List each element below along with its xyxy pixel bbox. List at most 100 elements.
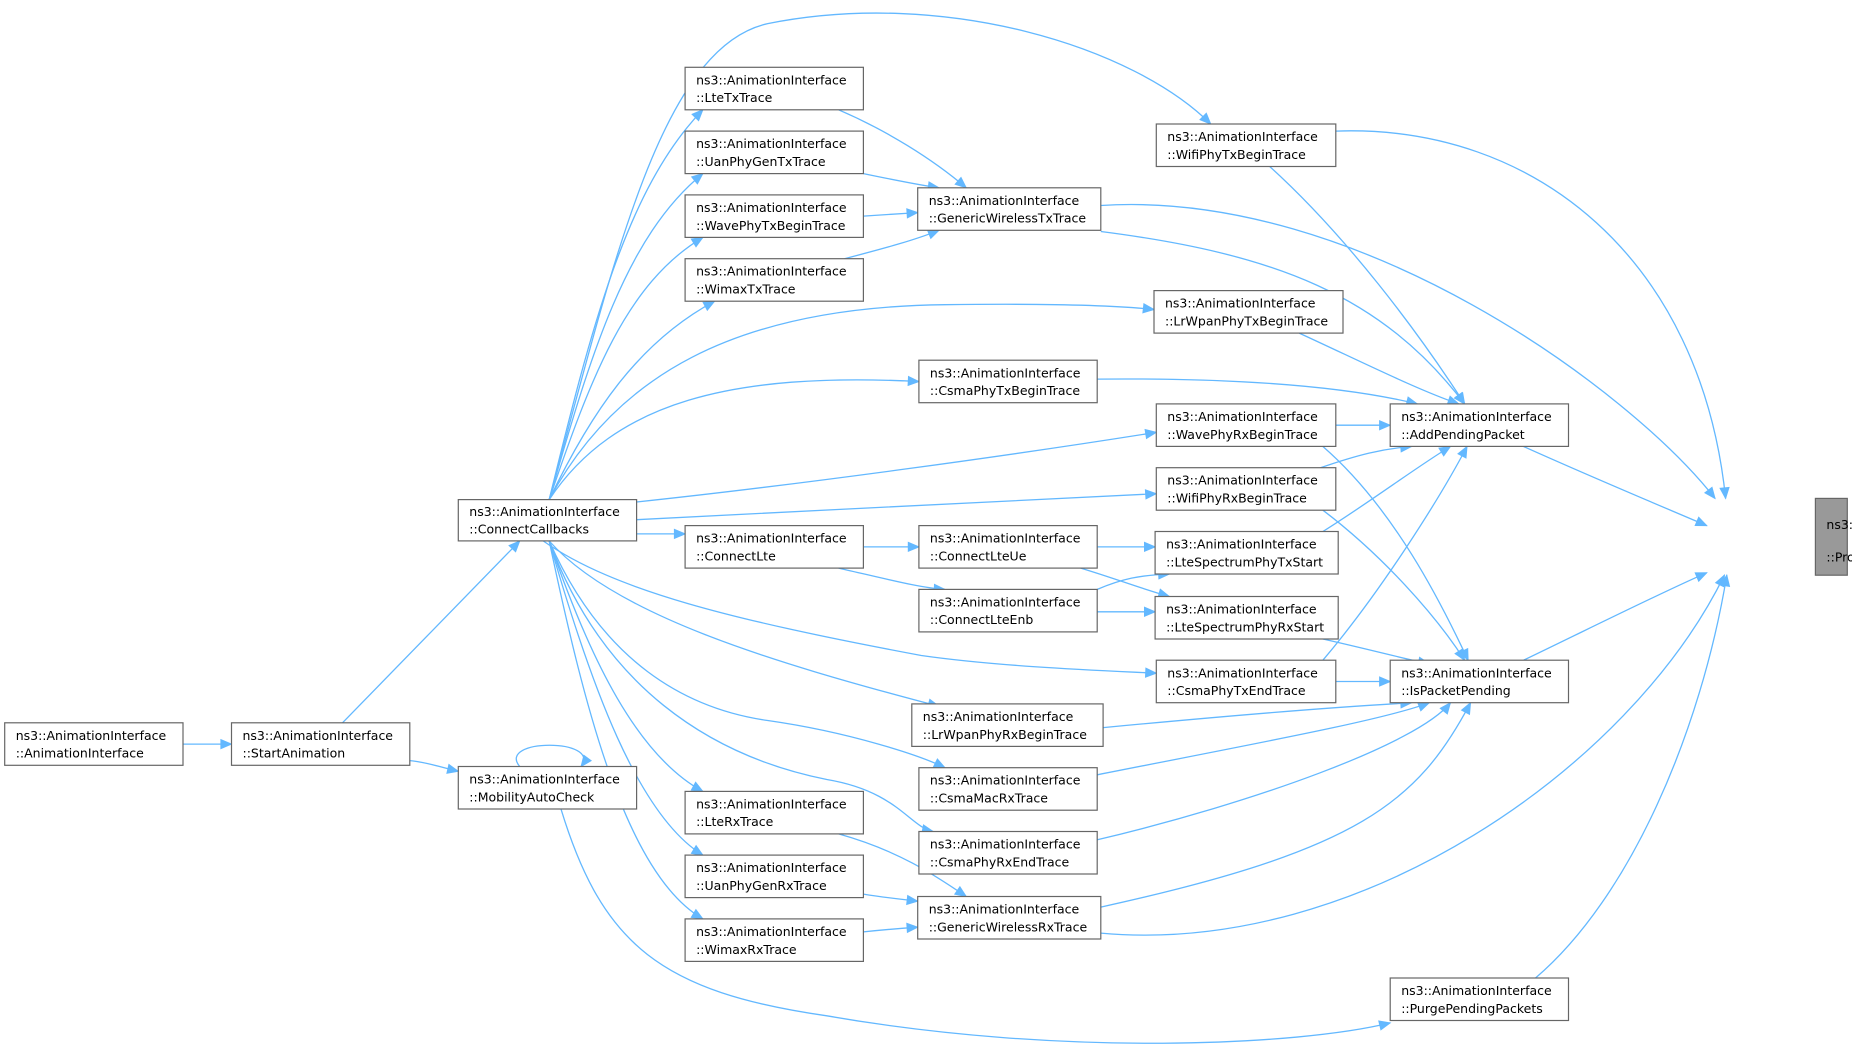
- node-csmatxend[interactable]: ns3::AnimationInterface::CsmaPhyTxEndTra…: [1155, 659, 1337, 704]
- node-label-method: ::MobilityAutoCheck: [469, 789, 595, 804]
- node-root[interactable]: ns3::AnimationInterface::ProtocolTypeToP…: [1814, 497, 1852, 576]
- node-startanim[interactable]: ns3::AnimationInterface::StartAnimation: [230, 722, 411, 766]
- node-label-method: ::AddPendingPacket: [1401, 427, 1525, 442]
- node-lrwpantx[interactable]: ns3::AnimationInterface::LrWpanPhyTxBegi…: [1153, 290, 1344, 334]
- edge-purge-to-root: [1535, 575, 1728, 979]
- node-label-namespace: ns3::AnimationInterface: [1167, 129, 1318, 144]
- node-label-method: ::LrWpanPhyRxBeginTrace: [923, 727, 1087, 742]
- node-csmatx[interactable]: ns3::AnimationInterface::CsmaPhyTxBeginT…: [918, 359, 1098, 404]
- node-label-namespace: ns3::AnimationInterface: [696, 924, 847, 939]
- edge-csmamacrx-to-ispending: [1097, 702, 1430, 776]
- edge-connectcb-to-uanrx: [548, 540, 704, 856]
- node-box: [1389, 659, 1570, 704]
- node-label-namespace: ns3::AnimationInterface: [696, 136, 847, 151]
- arrowhead-connectcb-to-lrwpantx: [1142, 302, 1156, 314]
- node-wimaxtx[interactable]: ns3::AnimationInterface::WimaxTxTrace: [684, 258, 864, 302]
- node-genericrx[interactable]: ns3::AnimationInterface::GenericWireless…: [917, 895, 1102, 940]
- arrowhead-animiface-to-startanim: [220, 738, 233, 750]
- arrowhead-csmarxend-to-ispending: [1439, 701, 1452, 715]
- node-wavetx[interactable]: ns3::AnimationInterface::WavePhyTxBeginT…: [684, 194, 864, 238]
- edge-ltetx-to-generictx: [838, 109, 967, 189]
- node-uantx[interactable]: ns3::AnimationInterface::UanPhyGenTxTrac…: [684, 130, 864, 175]
- edge-connectcb-to-csmatxend: [542, 540, 1157, 674]
- node-ltetx[interactable]: ns3::AnimationInterface::LteTxTrace: [684, 66, 864, 111]
- node-label-namespace: ns3::AnimationInterface: [16, 728, 167, 743]
- edge-ltespectx-to-addpending: [1322, 445, 1451, 533]
- node-wifirx[interactable]: ns3::AnimationInterface::WifiPhyRxBeginT…: [1155, 467, 1337, 511]
- node-ispending[interactable]: ns3::AnimationInterface::IsPacketPending: [1389, 659, 1570, 704]
- node-addpending[interactable]: ns3::AnimationInterface::AddPendingPacke…: [1389, 403, 1570, 447]
- arrowhead-connectcb-to-wimaxtx: [702, 300, 716, 312]
- node-label-namespace: ns3::AnimationInterface: [243, 728, 394, 743]
- node-label-namespace: ns3::AnimationInterface: [696, 72, 847, 87]
- node-connectlte[interactable]: ns3::AnimationInterface::ConnectLte: [684, 524, 864, 569]
- node-animiface[interactable]: ns3::AnimationInterface::AnimationInterf…: [4, 722, 184, 766]
- edge-generictx-to-addpending: [1100, 230, 1466, 405]
- edge-connectcb-to-waverx: [636, 431, 1157, 503]
- node-label-namespace: ns3::AnimationInterface: [1401, 983, 1552, 998]
- arrowhead-startanim-to-connectcb: [508, 540, 521, 553]
- node-label-method: ::LteTxTrace: [696, 90, 772, 105]
- node-generictx[interactable]: ns3::AnimationInterface::GenericWireless…: [917, 187, 1102, 231]
- edge-generictx-to-root: [1100, 203, 1716, 499]
- node-label-namespace: ns3::AnimationInterface: [930, 594, 1081, 609]
- arrowhead-ispending-to-root: [1694, 572, 1708, 583]
- node-label-method: ::WimaxTxTrace: [696, 282, 796, 297]
- node-csmarxend[interactable]: ns3::AnimationInterface::CsmaPhyRxEndTra…: [918, 830, 1098, 875]
- node-waverx[interactable]: ns3::AnimationInterface::WavePhyRxBeginT…: [1155, 403, 1337, 447]
- node-ltespectx[interactable]: ns3::AnimationInterface::LteSpectrumPhyT…: [1154, 530, 1339, 575]
- node-box: [1389, 977, 1570, 1022]
- node-label-method: ::WifiPhyRxBeginTrace: [1167, 491, 1307, 506]
- edge-startanim-to-connectcb: [342, 540, 521, 724]
- node-label-method: ::ConnectLte: [696, 549, 776, 564]
- node-box: [911, 703, 1104, 748]
- arrowhead-connectcb-to-connectlte: [673, 528, 687, 540]
- node-connectcb[interactable]: ns3::AnimationInterface::ConnectCallback…: [457, 499, 638, 542]
- node-box: [917, 895, 1102, 940]
- arrowhead-connectcb-to-wimaxrx: [690, 908, 704, 920]
- node-uanrx[interactable]: ns3::AnimationInterface::UanPhyGenRxTrac…: [684, 854, 864, 899]
- arrowhead-lterx-to-genericrx: [953, 885, 968, 898]
- arrowhead-wavetx-to-generictx: [906, 208, 919, 219]
- arrowhead-wifirx-to-ispending: [1454, 648, 1466, 662]
- node-box: [684, 790, 864, 835]
- node-mobility[interactable]: ns3::AnimationInterface::MobilityAutoChe…: [457, 765, 638, 810]
- node-box: [1155, 123, 1337, 168]
- arrowhead-wimaxtx-to-generictx: [926, 229, 941, 240]
- arrowhead-connectcb-to-csmatx: [907, 375, 921, 387]
- node-wimaxrx[interactable]: ns3::AnimationInterface::WimaxRxTrace: [684, 918, 864, 963]
- edge-connectcb-to-csmarxend: [548, 540, 934, 833]
- node-connectlteenb[interactable]: ns3::AnimationInterface::ConnectLteEnb: [918, 588, 1098, 633]
- node-label-namespace: ns3::AnimationInterface: [469, 504, 620, 519]
- node-ltesperx[interactable]: ns3::AnimationInterface::LteSpectrumPhyR…: [1154, 595, 1339, 640]
- node-box: [4, 722, 184, 766]
- node-label-namespace: ns3::AnimationInterface: [1401, 409, 1552, 424]
- node-lrwpanrx[interactable]: ns3::AnimationInterface::LrWpanPhyRxBegi…: [911, 703, 1104, 748]
- node-box: [1155, 467, 1337, 511]
- node-label-method: ::CsmaMacRxTrace: [930, 791, 1048, 806]
- arrowhead-csmatxend-to-ispending: [1379, 676, 1392, 687]
- edge-connectcb-to-lrwpantx: [548, 303, 1155, 500]
- edge-connectcb-to-wifirx: [636, 493, 1157, 521]
- node-label-method: ::WavePhyTxBeginTrace: [696, 218, 846, 233]
- arrowhead-addpending-to-root: [1694, 516, 1708, 527]
- node-label-method: ::ProtocolTypeToPendingPackets: [1826, 549, 1852, 564]
- node-connectlteue[interactable]: ns3::AnimationInterface::ConnectLteUe: [918, 524, 1098, 569]
- node-label-method: ::IsPacketPending: [1401, 683, 1511, 698]
- node-label-method: ::ConnectLteUe: [930, 549, 1027, 564]
- node-label-method: ::LteSpectrumPhyRxStart: [1166, 619, 1324, 634]
- node-label-namespace: ns3::AnimationInterface: [930, 531, 1081, 546]
- node-csmamacrx[interactable]: ns3::AnimationInterface::CsmaMacRxTrace: [918, 767, 1098, 811]
- edge-ispending-to-root: [1523, 572, 1707, 661]
- node-box: [1154, 530, 1339, 575]
- node-label-namespace: ns3::AnimationInterface: [1166, 602, 1317, 617]
- edge-addpending-to-root: [1523, 445, 1707, 527]
- node-label-namespace: ns3::AnimationInterface: [1167, 409, 1318, 424]
- node-label-namespace: ns3::AnimationInterface: [1826, 517, 1852, 532]
- arrowhead-connectcb-to-uanrx: [690, 844, 704, 856]
- node-lterx[interactable]: ns3::AnimationInterface::LteRxTrace: [684, 790, 864, 835]
- node-wifitxbegin[interactable]: ns3::AnimationInterface::WifiPhyTxBeginT…: [1155, 123, 1337, 168]
- arrowhead-connectlteenb-to-ltesperx: [1144, 606, 1157, 618]
- arrowhead-uanrx-to-genericrx: [906, 894, 919, 906]
- node-purge[interactable]: ns3::AnimationInterface::PurgePendingPac…: [1389, 977, 1570, 1022]
